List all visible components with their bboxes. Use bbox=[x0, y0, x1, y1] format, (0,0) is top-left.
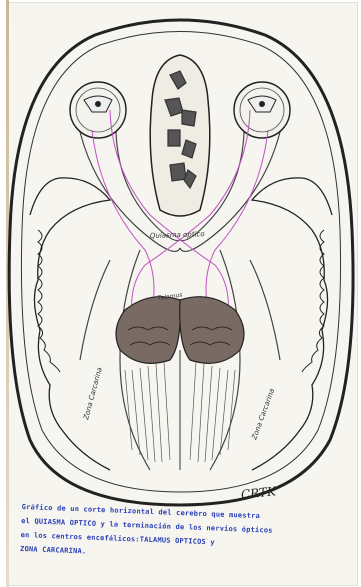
left-cortex-gyri bbox=[38, 230, 60, 372]
left-eye bbox=[70, 82, 126, 138]
right-cortex-gyri bbox=[302, 230, 324, 372]
right-area-label: Zona Carcarina bbox=[250, 387, 276, 441]
right-eye bbox=[234, 82, 290, 138]
chiasm-label: Quiasma optico bbox=[150, 230, 205, 240]
left-area-label: Zona Carcarina bbox=[82, 366, 104, 421]
left-temporal-contour bbox=[30, 178, 110, 470]
